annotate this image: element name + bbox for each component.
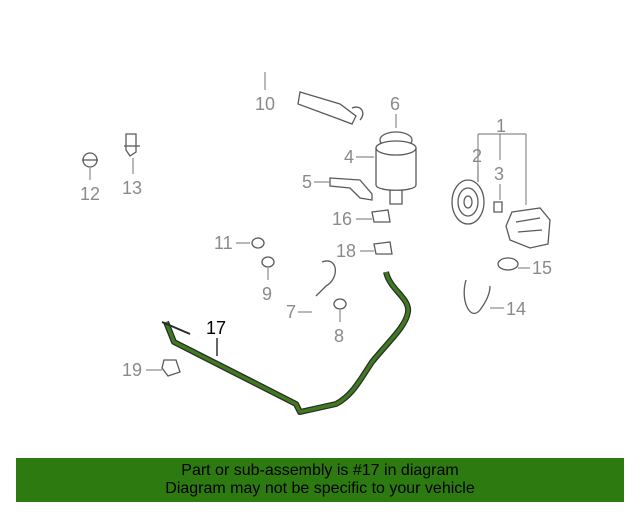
svg-text:8: 8 [334,326,344,346]
callout-14: 14 [490,299,526,319]
part-11-washer[interactable] [251,237,265,249]
svg-text:7: 7 [286,302,296,322]
part-1-pump[interactable] [505,207,551,249]
part-19-clamp[interactable] [161,359,181,377]
svg-text:2: 2 [472,146,482,166]
part-4-reservoir[interactable] [375,131,417,205]
svg-text:5: 5 [302,172,312,192]
part-7-pressure-hose[interactable] [261,238,336,356]
svg-text:14: 14 [506,299,526,319]
callout-16: 16 [332,209,372,229]
part-14-hose[interactable] [463,279,491,314]
callout-10: 10 [255,72,275,114]
part-13-bracket[interactable] [124,133,140,157]
part-2-pulley[interactable] [451,179,485,225]
svg-text:10: 10 [255,94,275,114]
banner-line-1: Part or sub-assembly is #17 in diagram [181,462,459,479]
part-16-clamp[interactable] [371,209,391,223]
part-18-clamp[interactable] [373,241,393,255]
part-15-oring[interactable] [497,257,519,271]
part-17-cooler-line[interactable] [161,271,412,415]
callout-11: 11 [214,233,250,253]
svg-text:3: 3 [494,164,504,184]
svg-text:17: 17 [206,318,226,338]
callout-19: 19 [122,360,162,380]
svg-text:12: 12 [80,184,100,204]
part-5-bracket[interactable] [329,177,373,201]
svg-text:16: 16 [332,209,352,229]
callout-5: 5 [302,172,330,192]
callout-9: 9 [262,268,272,304]
callout-3: 3 [494,164,504,200]
part-10-return-hose[interactable] [82,66,364,151]
svg-text:11: 11 [214,233,233,253]
svg-text:19: 19 [122,360,142,380]
callout-15: 15 [518,258,552,278]
part-3-bolt[interactable] [493,201,503,213]
svg-text:15: 15 [532,258,552,278]
callout-4: 4 [344,147,374,167]
callout-7: 7 [286,302,312,322]
info-banner: Part or sub-assembly is #17 in diagram D… [16,458,624,502]
part-9-washer[interactable] [261,256,275,268]
callout-2: 2 [472,146,482,182]
svg-text:6: 6 [390,94,400,114]
callout-12: 12 [80,168,100,204]
banner-line-2: Diagram may not be specific to your vehi… [165,480,475,497]
part-12-clamp[interactable] [82,152,98,168]
callout-6: 6 [390,94,400,128]
svg-text:1: 1 [496,116,506,136]
callout-13: 13 [122,158,142,198]
svg-text:4: 4 [344,147,354,167]
svg-text:13: 13 [122,178,142,198]
callout-8: 8 [334,310,344,346]
svg-text:18: 18 [336,241,356,261]
callout-1: 1 [477,116,527,205]
svg-text:9: 9 [262,284,272,304]
part-8-washer[interactable] [333,298,347,310]
callout-17: 17 [206,318,226,356]
callout-18: 18 [336,241,374,261]
